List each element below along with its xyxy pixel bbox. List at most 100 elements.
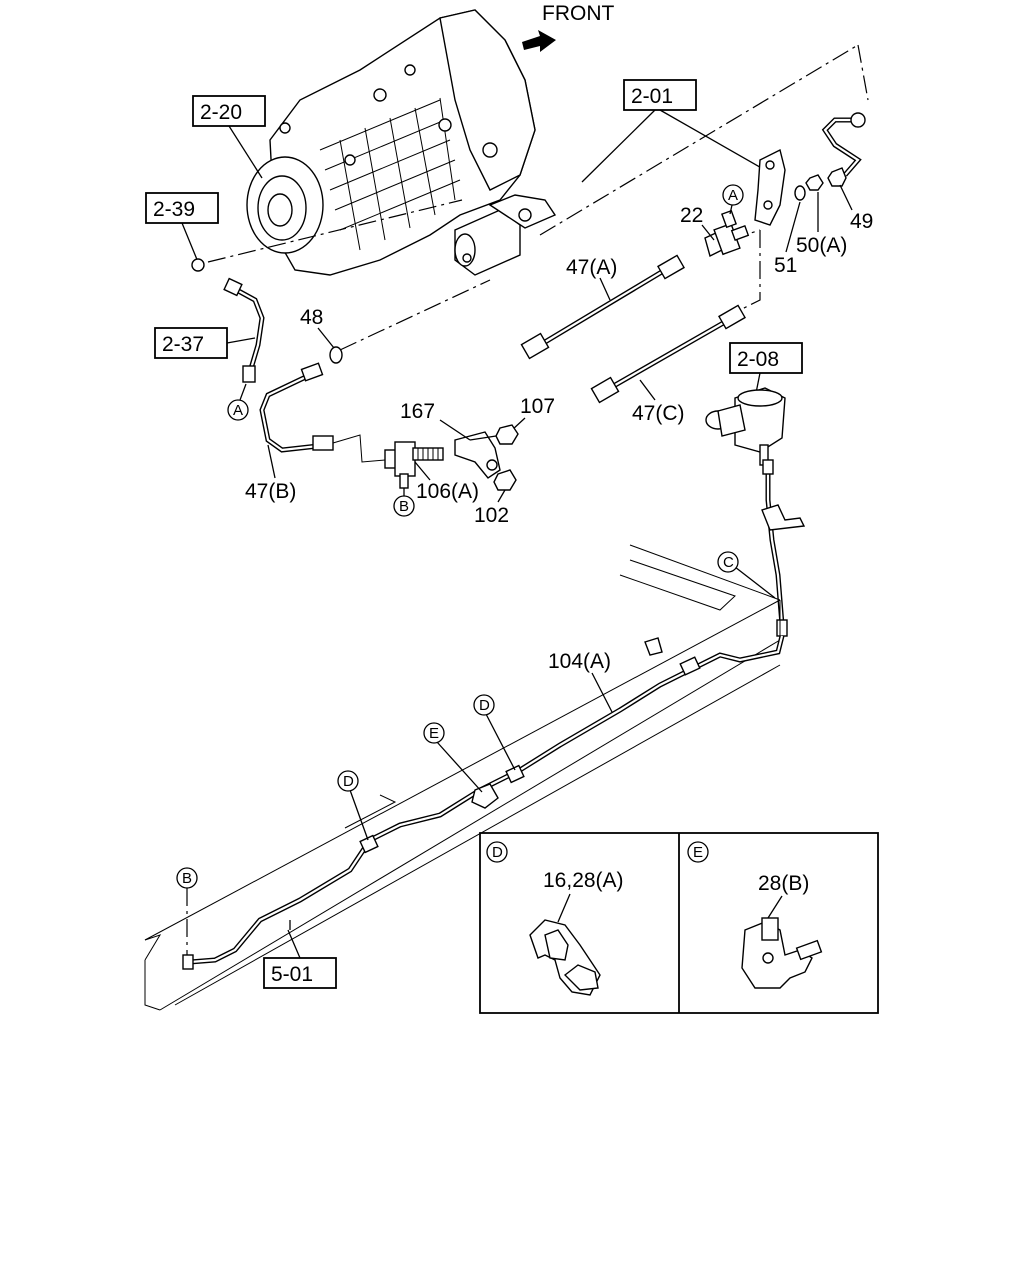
clutch-master-cylinder-illustration xyxy=(705,387,786,466)
leader-5-01 xyxy=(287,929,301,959)
leader-167 xyxy=(439,419,471,441)
svg-text:2-37: 2-37 xyxy=(162,333,204,356)
leader-51 xyxy=(785,201,801,253)
marker-d-1: D xyxy=(473,694,495,716)
label-48: 48 xyxy=(300,306,323,329)
centerline-1 xyxy=(207,199,463,263)
svg-text:D: D xyxy=(343,773,354,790)
leader-d1 xyxy=(485,713,516,771)
centerline-4 xyxy=(857,44,869,101)
group-ref-2-20: 2-20 xyxy=(192,95,266,127)
clip-illustration xyxy=(529,919,601,996)
leader-2-20 xyxy=(228,125,263,179)
svg-text:E: E xyxy=(429,725,439,742)
leader-2-01-a xyxy=(581,109,656,183)
detail-box xyxy=(479,832,879,1014)
svg-text:B: B xyxy=(399,498,409,515)
centerline-6 xyxy=(739,230,761,311)
pipe-47c xyxy=(590,304,746,404)
nut-102 xyxy=(493,469,517,491)
leader-47a xyxy=(599,277,611,301)
svg-text:D: D xyxy=(479,697,490,714)
tee-22 xyxy=(704,209,750,258)
detail-e: E 28(B) xyxy=(687,841,823,989)
label-107: 107 xyxy=(520,395,555,418)
bracket-clip-illustration xyxy=(741,917,823,989)
marker-a-1: A xyxy=(227,399,249,421)
leader-detail-d xyxy=(557,893,571,923)
leader-e1 xyxy=(436,741,483,793)
tee-106a xyxy=(384,441,444,489)
svg-text:E: E xyxy=(693,844,703,861)
leader-a1 xyxy=(239,383,247,401)
marker-a-2: A xyxy=(722,184,744,206)
front-arrow-icon xyxy=(522,30,556,52)
nut-50a xyxy=(805,174,824,191)
svg-text:D: D xyxy=(492,844,503,861)
leader-107-b xyxy=(469,435,497,441)
leader-22 xyxy=(701,224,715,241)
front-label: FRONT xyxy=(542,2,614,25)
svg-text:2-39: 2-39 xyxy=(153,198,195,221)
pipe-49 xyxy=(821,112,866,187)
group-ref-2-37: 2-37 xyxy=(154,327,228,359)
marker-e-1: E xyxy=(423,722,445,744)
svg-text:B: B xyxy=(182,870,192,887)
svg-text:A: A xyxy=(728,187,738,204)
svg-text:A: A xyxy=(233,402,243,419)
leader-47c xyxy=(639,379,656,401)
leader-104a xyxy=(591,672,613,713)
marker-b-2: B xyxy=(176,867,198,889)
leader-d2 xyxy=(349,789,369,841)
leader-47b xyxy=(267,444,276,479)
label-50a: 50(A) xyxy=(796,234,847,257)
clip-d-upper xyxy=(505,764,525,784)
group-ref-5-01: 5-01 xyxy=(263,957,337,989)
detail-d: D 16,28(A) xyxy=(486,841,624,996)
detail-d-marker: D xyxy=(486,841,508,863)
bracket-2-01 xyxy=(754,148,786,226)
svg-text:C: C xyxy=(723,554,734,571)
pipe-47a xyxy=(520,254,685,360)
label-47c: 47(C) xyxy=(632,402,685,425)
leader-2-39 xyxy=(181,222,199,263)
marker-b-1: B xyxy=(393,495,415,517)
leader-102 xyxy=(497,489,506,503)
svg-text:2-01: 2-01 xyxy=(631,85,673,108)
detail-e-marker: E xyxy=(687,841,709,863)
leader-106a xyxy=(414,461,431,481)
label-49: 49 xyxy=(850,210,873,233)
leader-a2 xyxy=(729,204,733,215)
clip-d-lower xyxy=(359,834,379,854)
label-47b: 47(B) xyxy=(245,480,296,503)
svg-text:2-20: 2-20 xyxy=(200,101,242,124)
clip-e xyxy=(471,783,499,809)
marker-c-1: C xyxy=(717,551,739,573)
label-167: 167 xyxy=(400,400,435,423)
leader-detail-e xyxy=(767,895,783,919)
label-22: 22 xyxy=(680,204,703,227)
group-ref-2-39: 2-39 xyxy=(145,192,219,224)
group-ref-2-08: 2-08 xyxy=(729,342,803,374)
marker-d-2: D xyxy=(337,770,359,792)
transmission-illustration xyxy=(246,9,557,276)
leader-2-37 xyxy=(226,337,256,344)
label-102: 102 xyxy=(474,504,509,527)
label-51: 51 xyxy=(774,254,797,277)
leader-49 xyxy=(839,184,853,211)
detail-d-parts: 16,28(A) xyxy=(543,869,624,892)
group-ref-2-01: 2-01 xyxy=(623,79,697,111)
label-106a: 106(A) xyxy=(416,480,479,503)
svg-text:5-01: 5-01 xyxy=(271,963,313,986)
label-104a: 104(A) xyxy=(548,650,611,673)
pipe-2-37 xyxy=(191,258,265,383)
washer-51 xyxy=(794,185,806,201)
detail-e-parts: 28(B) xyxy=(758,872,809,895)
hose-c xyxy=(761,459,806,637)
leader-2-01-b xyxy=(659,109,766,171)
washer-48 xyxy=(329,346,343,364)
centerline-2 xyxy=(339,279,491,351)
leader-48 xyxy=(317,327,335,349)
